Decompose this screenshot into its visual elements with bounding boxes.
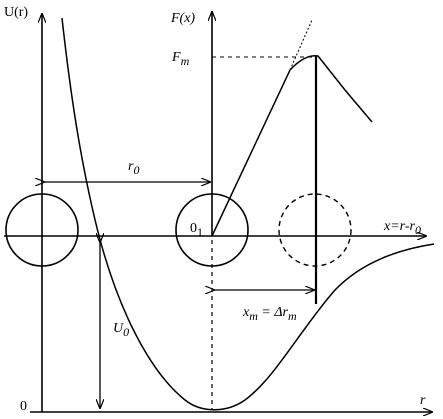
force-curve xyxy=(211,55,373,237)
u0-label: U0 xyxy=(113,321,129,339)
xm-label: xm = Δrm xyxy=(242,305,297,323)
origin-shift-label: 01 xyxy=(190,221,203,239)
fm-label: Fm xyxy=(171,50,190,68)
f-axis-label: F(x) xyxy=(170,11,195,26)
zero-label: 0 xyxy=(20,399,27,414)
atom-center xyxy=(175,193,249,267)
potential-curve xyxy=(61,17,435,411)
atom-left xyxy=(5,193,79,267)
x-axis-label: x=r-r0 xyxy=(383,219,421,237)
r0-label: r0 xyxy=(128,159,139,177)
r-axis-label: r xyxy=(420,393,426,408)
u-axis-label: U(r) xyxy=(4,5,28,20)
tangent-line xyxy=(289,19,313,71)
